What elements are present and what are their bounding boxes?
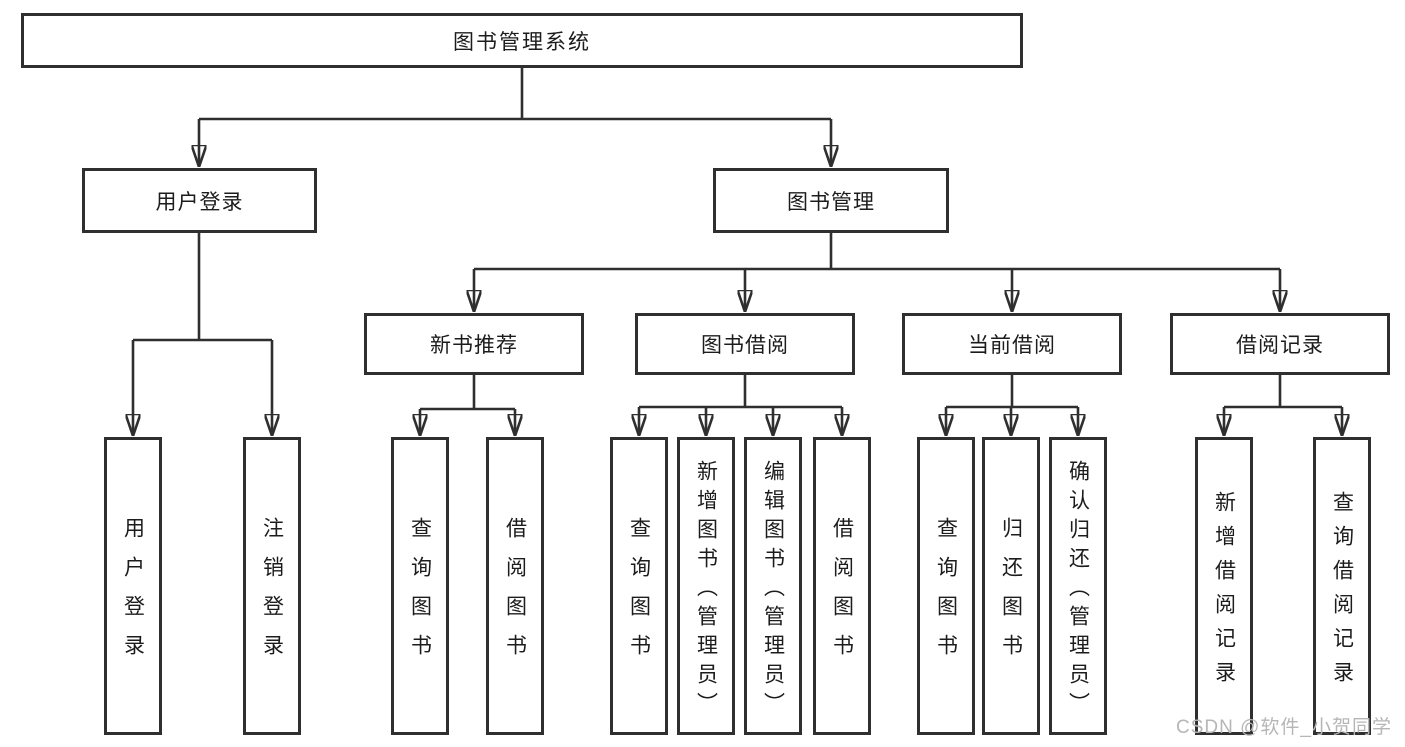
leaf-query-borrow-record: 查询借阅记录	[1313, 437, 1371, 735]
leaf-confirm-return-admin-label: 确认归还（管理员）	[1066, 459, 1090, 721]
node-new-book-recommend: 新书推荐	[364, 313, 584, 375]
node-book-borrow: 图书借阅	[635, 313, 855, 375]
leaf-edit-book-admin: 编辑图书（管理员）	[744, 437, 802, 735]
node-root-label: 图书管理系统	[453, 30, 591, 54]
node-current-borrow-label: 当前借阅	[968, 334, 1056, 357]
leaf-borrow-query-books-label: 查询图书	[627, 517, 651, 673]
csdn-watermark: CSDN @软件_小贺同学	[1176, 717, 1392, 738]
node-book-management: 图书管理	[713, 168, 949, 233]
node-user-login: 用户登录	[82, 168, 317, 233]
node-book-management-label: 图书管理	[787, 190, 875, 214]
node-root-system: 图书管理系统	[21, 13, 1023, 68]
leaf-add-borrow-record: 新增借阅记录	[1195, 437, 1253, 735]
node-borrow-record-label: 借阅记录	[1236, 334, 1324, 357]
leaf-current-query-books-label: 查询图书	[934, 517, 958, 673]
leaf-borrow-books-label: 借阅图书	[830, 517, 854, 673]
leaf-logout: 注销登录	[243, 437, 301, 735]
leaf-recommend-borrow-books: 借阅图书	[486, 437, 544, 735]
node-book-borrow-label: 图书借阅	[701, 334, 789, 357]
leaf-recommend-borrow-books-label: 借阅图书	[503, 517, 527, 673]
leaf-query-borrow-record-label: 查询借阅记录	[1330, 490, 1354, 695]
leaf-user-login-label: 用户登录	[121, 517, 145, 673]
node-borrow-record: 借阅记录	[1170, 313, 1390, 375]
leaf-logout-label: 注销登录	[260, 517, 284, 673]
leaf-edit-book-admin-label: 编辑图书（管理员）	[761, 459, 785, 721]
leaf-return-books: 归还图书	[982, 437, 1040, 735]
node-user-login-label: 用户登录	[155, 190, 244, 214]
leaf-user-login: 用户登录	[104, 437, 162, 735]
leaf-current-query-books: 查询图书	[917, 437, 975, 735]
leaf-add-book-admin: 新增图书（管理员）	[677, 437, 735, 735]
leaf-borrow-query-books: 查询图书	[610, 437, 668, 735]
leaf-return-books-label: 归还图书	[999, 517, 1023, 673]
leaf-borrow-books: 借阅图书	[813, 437, 871, 735]
node-current-borrow: 当前借阅	[902, 313, 1122, 375]
node-new-book-recommend-label: 新书推荐	[430, 334, 518, 357]
leaf-add-book-admin-label: 新增图书（管理员）	[694, 459, 718, 721]
leaf-recommend-query-books-label: 查询图书	[408, 517, 432, 673]
leaf-confirm-return-admin: 确认归还（管理员）	[1049, 437, 1107, 735]
leaf-recommend-query-books: 查询图书	[391, 437, 449, 735]
leaf-add-borrow-record-label: 新增借阅记录	[1212, 490, 1236, 695]
